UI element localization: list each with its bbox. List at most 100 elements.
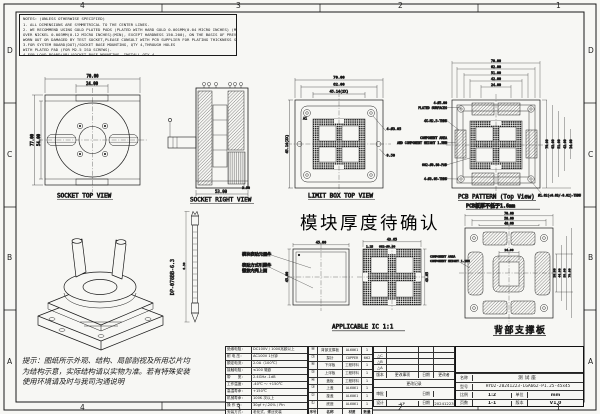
title-name-label: 名称 [456,375,473,382]
zone-row-a-left: A [7,357,13,366]
dim-limit-62: 62.00 [333,82,345,87]
bom-qty: 662 [363,355,371,360]
bom-name: 探针 [318,354,343,362]
pcb-callout-plated: PLATED SURFACES [418,106,447,110]
spec-label: 耐 电 压： [226,354,252,360]
spec-label: 工作温度： [226,382,252,388]
title-scale-label: 比例 [456,392,473,399]
module-thickness-note: 模块厚度待确认 [300,214,440,234]
notes-line: WITH PLATED PAD (FOR M2.5 ISO SCREWS). [23,46,113,52]
dim-socket-height1: 77.00 [30,133,35,146]
rev-record-label: 更改记录 [406,380,422,386]
bp-dim-24: 24.00 [504,248,513,252]
drawing-name: 测试座 [518,376,538,382]
title-model-label: 型号 [456,383,473,390]
bp-callout-area: COMPONENT AREA [430,255,455,259]
notes-line: 2. WE RECOMMEND USING GOLD PLATED PADS (… [23,26,237,32]
drawing-model: HYD2-20241223-LGA662-P1.25-45x45 [485,384,571,390]
bom-no: ① [309,400,318,408]
bom-qty: 1 [365,401,369,406]
dim-right-width: 53.00 [215,189,228,194]
bom-material: AL6061 [343,385,362,393]
spec-label: 高温寿命： [226,389,252,395]
pcb-thickness-note: PCB板厚不低于1.6mm [466,203,515,210]
hint-note: 提示：图纸所示外观、结构、局部剖视及所用芯片均 为结构示意，实际结构请以实物为准… [22,356,234,388]
bom-name: 旋盖 [318,393,343,400]
socket-top-view: 70.00 24.00 77.00 54.00 SOCKET TOP VIEW [29,73,147,200]
bp-callout-height: COMPONENT HEIGHT 1.2MM [430,259,470,263]
zone-col-1-top: 1 [556,1,561,10]
zone-col-4-top: 4 [80,1,85,10]
rev-designer: KP [387,400,419,406]
bom-no: ⑧ [309,347,318,354]
company-logo [456,347,583,374]
pcb-dim-right-70: 70.00 [545,139,549,148]
drawing-scale: 1:2 [473,392,512,398]
rev-header-by: 更改者 [438,372,450,378]
bom-qty: 1 [365,378,369,383]
spec-value: AC100V 1分钟 [253,354,278,358]
bom-no: ③ [309,385,318,393]
hint-line: 为结构示意，实际结构请以实物为准。若有特殊安装 [22,366,190,376]
bom-material: 工程材料 [343,370,362,377]
pcb-callout-m25: 4X-M2.5-THRU [424,119,447,123]
bom-header-qty: 数量 [363,409,371,414]
pcb-dim-right-42: 42.00 [563,139,567,148]
pcb-pattern-view: 70.00 62.00 51.00 42.00 24.00 24.00 42.0… [397,58,582,210]
rev-header-version: 版本 [374,372,387,379]
spec-label: 操 作 力： [226,403,252,409]
ic-callout-shell: 需放内壳上面 [242,267,267,274]
spec-label: 接触电阻： [226,368,252,374]
bom-qty: 1 [365,371,369,376]
bp-dim-58: 58.00 [504,217,514,221]
bom-qty: 1 [365,363,369,368]
bp-dim-r44: 44.00 [557,268,561,277]
bom-name: 底座 [318,400,343,408]
ic-detail-pitch: 1.25 [366,244,373,248]
title-block: 名称 测试座 型号 HYD2-20241223-LGA662-P1.25-45x… [455,346,584,407]
bp-dim-70: 70.00 [504,212,514,216]
zone-row-b-left: B [7,253,13,262]
title-unit-label: 单位 [512,392,528,399]
socket-top-view-label: SOCKET TOP VIEW [57,193,112,200]
spec-value: ≤100 毫欧 [253,368,272,372]
dim-right-small: 3.50 [242,186,250,190]
pcb-dim-top-42: 42.00 [491,77,501,81]
applicable-ic-view: 45.00 45.00 模块表贴元器件 表贴方式引脚件 需放内壳上面 43.65… [242,237,429,332]
ic-detail-dim-width: 43.65 [387,238,397,242]
bom-material: COPPER [343,354,362,362]
bom-qty: 1 [365,394,369,399]
ic-dim-height: 45.00 [285,272,289,283]
pcb-callout-pads: 662-Ø0.80-PAD [422,162,447,167]
bom-header-name: 名称 [318,408,343,414]
dim-socket-tab: 24.00 [86,81,99,86]
zone-row-d-right: D [588,46,594,55]
zone-col-1-bottom: 1 [556,403,561,412]
spec-value: 2.4GHz -1dB [253,375,276,379]
zone-row-c-left: C [7,150,13,159]
bom-material: AL6061 [343,393,362,400]
limit-box-top-view: 70.00 62.00 45.14(2X) 45.14(2X) 4-Ø3.05 … [285,74,402,200]
pcb-dim-top-62: 62.00 [491,65,501,69]
pcb-dim-top-51: 51.00 [491,71,501,75]
pcb-callout-comp-area: COMPONENT AREA [420,136,447,140]
rev-delta-a: △A [374,365,387,371]
bom-material: AL6061 [343,400,362,408]
socket-right-view-label: SOCKET RIGHT VIEW [190,197,252,204]
rev-header-date: 日期 [419,372,434,379]
dim-socket-width: 70.00 [86,74,99,79]
spec-label: 额定电流： [226,361,252,367]
pcb-dim-top-70: 70.00 [491,59,501,63]
pcb-dim-top-24: 24.00 [491,83,501,87]
zone-col-3-bottom: 3 [236,403,241,412]
datum-a1: A1 [303,117,307,121]
zone-row-a-right: A [588,357,594,366]
zone-row-c-right: C [588,150,594,159]
rev-delta-b: △B [374,359,387,365]
zone-row-d-left: D [7,46,13,55]
limit-box-view-label: LIMIT BOX TOP VIEW [308,193,373,200]
bom-material: 工程材料 [343,377,362,385]
